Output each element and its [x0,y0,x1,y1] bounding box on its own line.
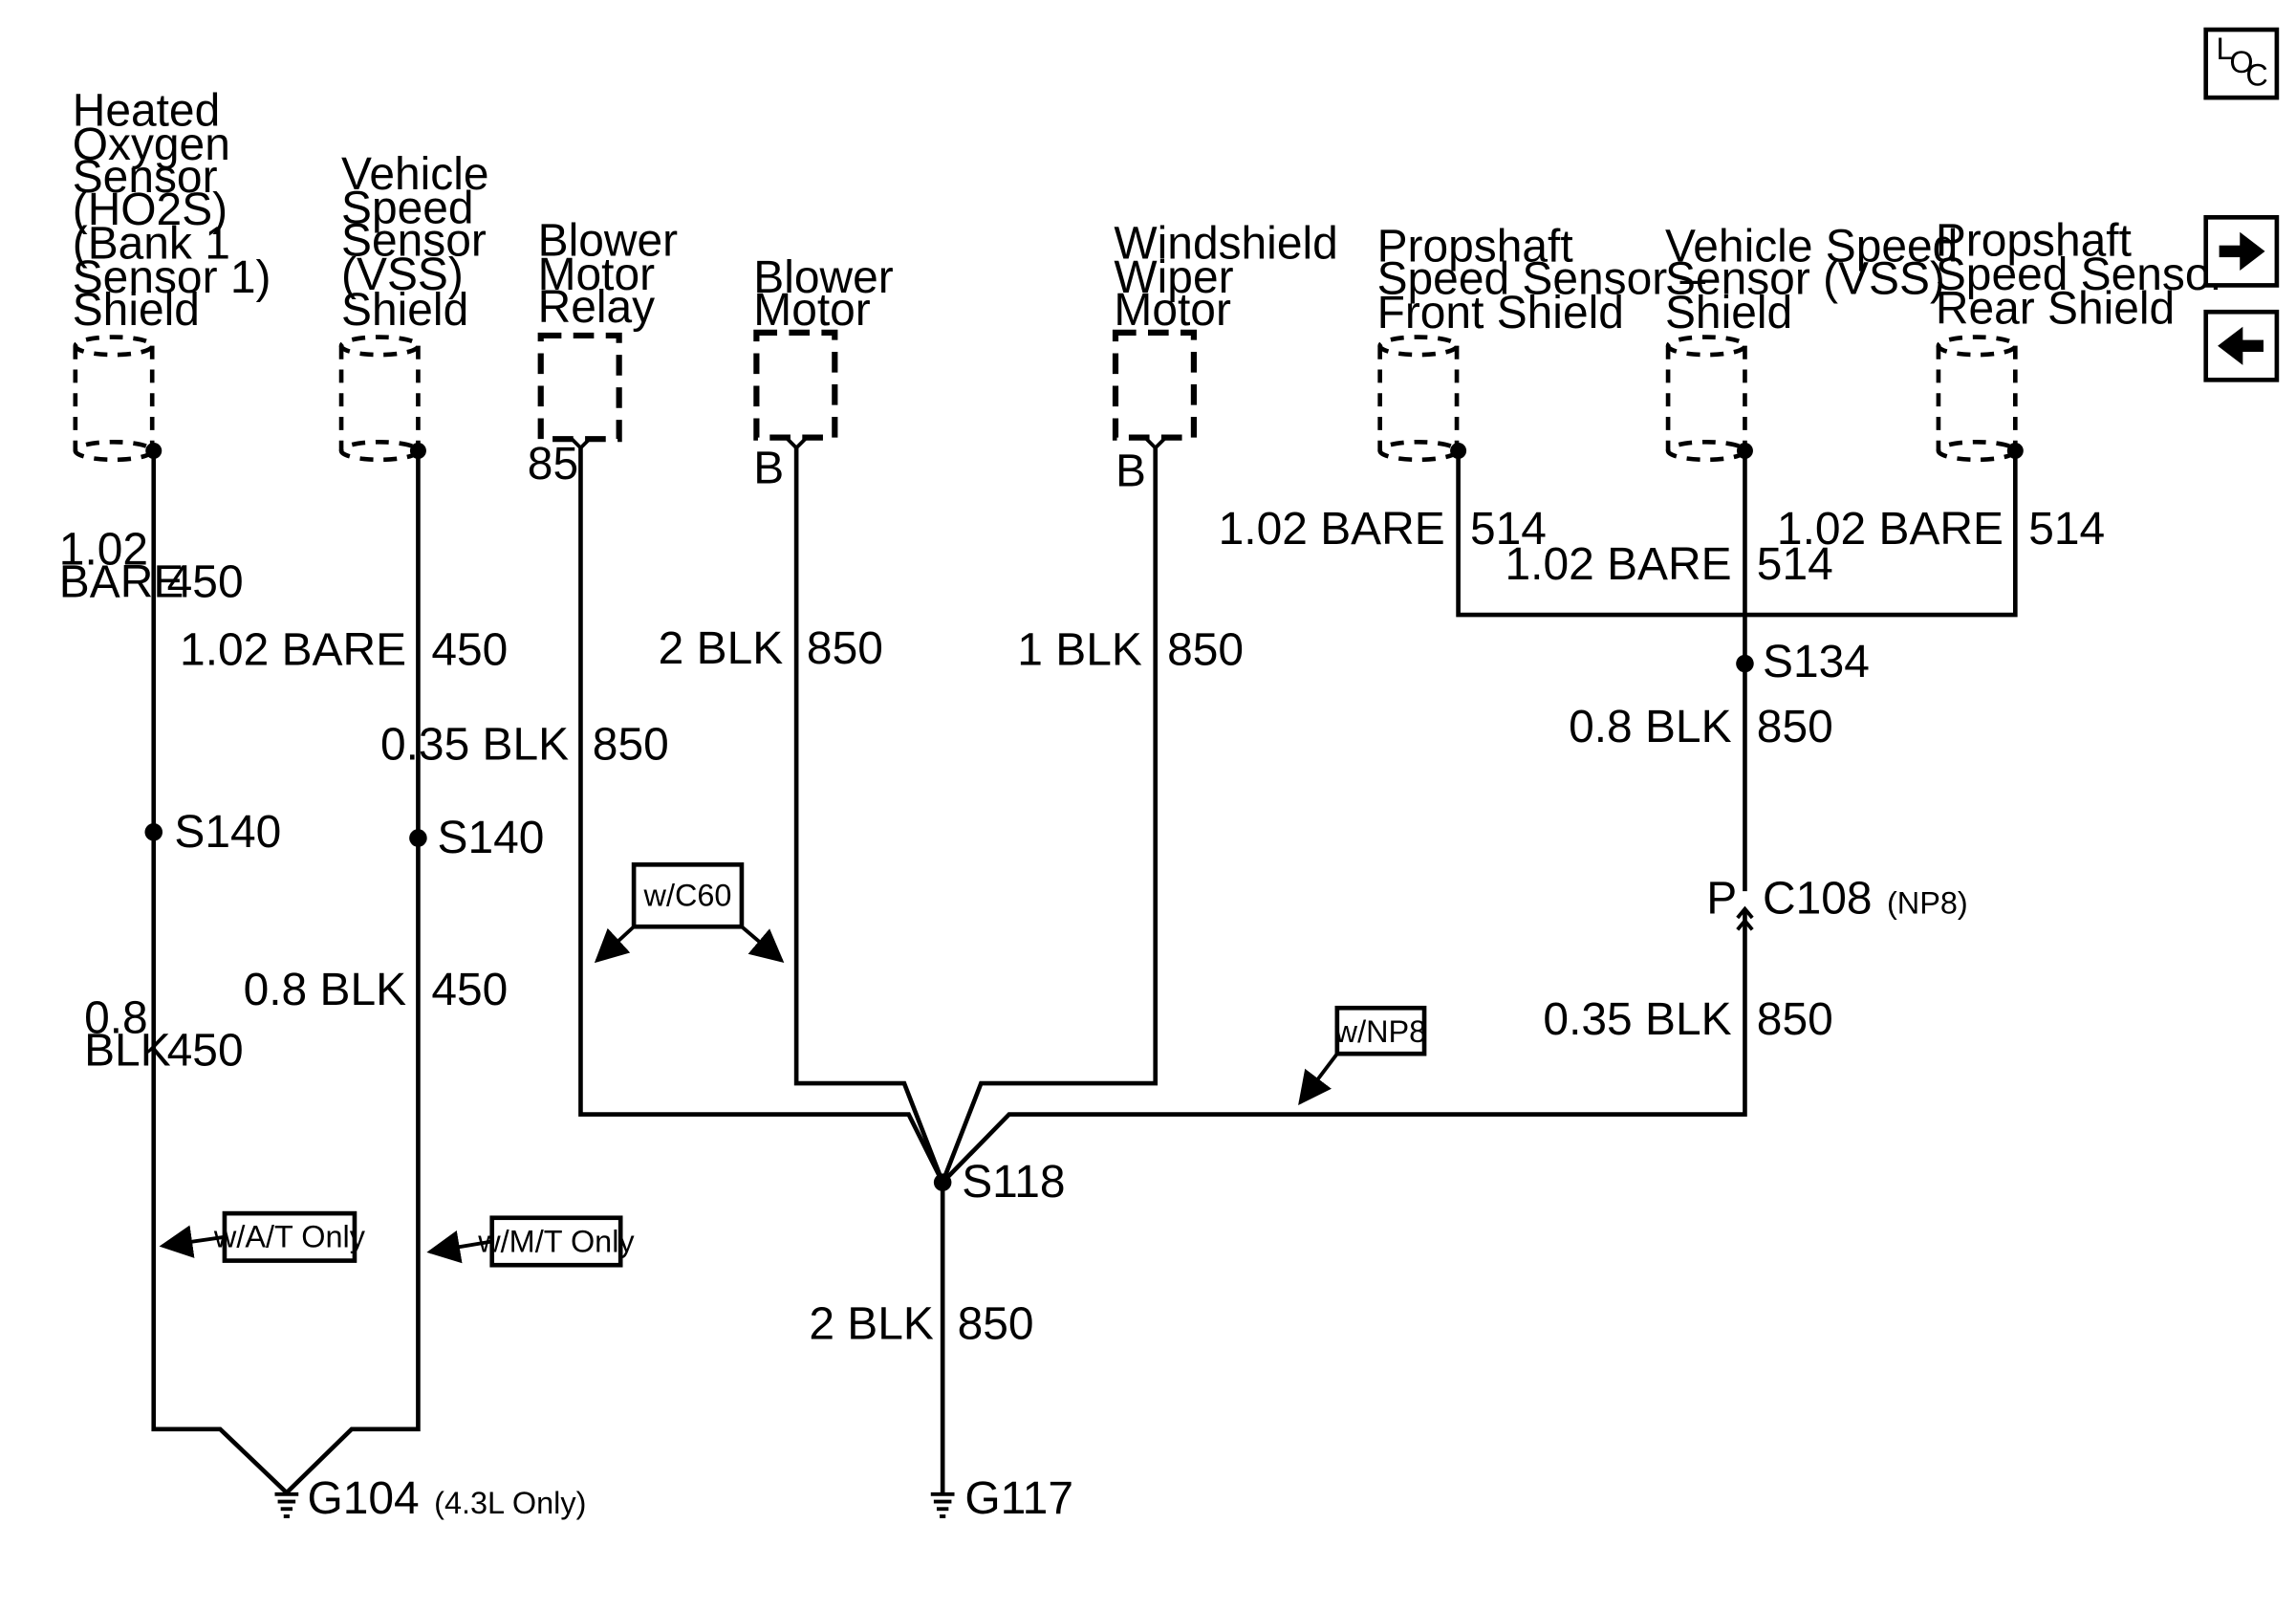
splice-s140a-label: S140 [174,807,281,858]
wire-ground-size: 2 BLK [809,1298,934,1349]
wire-blower-circuit: 850 [807,623,883,674]
previous-page-button[interactable] [2203,309,2280,382]
wire-wiper-size: 1 BLK [1017,625,1142,676]
wire-relay-size: 0.35 BLK [380,720,569,771]
svg-text:w/C60: w/C60 [643,879,732,913]
pin-b-blower-label: B [753,444,784,494]
wire-vss-upper-circuit: 450 [431,625,508,676]
wire-vss-right-size: 1.02 BARE [1505,539,1732,590]
arrow-left-icon [2218,326,2264,365]
vss-right-label: Vehicle Speed Sensor (VSS) Shield [1665,222,1971,339]
wire-s134-down-circuit: 850 [1757,702,1833,752]
wiring [151,437,2018,1496]
blower-relay-label: Blower Motor Relay [538,216,691,334]
pin-85-label: 85 [528,439,578,490]
wire-prop-rear-size: 1.02 BARE [1777,504,2004,555]
wire-relay-circuit: 850 [593,720,669,771]
blower-motor-box [753,329,838,441]
blower-motor-label: Blower Motor [753,252,906,336]
splice-s134-label: S134 [1763,637,1870,687]
arrow-right-icon [2219,231,2265,271]
vss-right-shield-symbol [1665,335,1747,463]
svg-text:w/M/T Only: w/M/T Only [477,1224,635,1258]
pin-p-label: P [1706,873,1737,924]
propshaft-front-shield-symbol [1377,335,1460,463]
ground-g104-label: G104 (4.3L Only) [308,1473,587,1524]
next-page-button[interactable] [2203,214,2280,288]
wire-vss-upper-size: 1.02 BARE [180,625,406,676]
svg-text:w/NP8: w/NP8 [1334,1014,1427,1049]
wire-prop-front-size: 1.02 BARE [1219,504,1445,555]
connector-c108-label: C108 (NP8) [1763,873,1968,924]
ho2s-label: Heated Oxygen Sensor (HO2S) (Bank 1 Sens… [73,85,284,336]
propshaft-rear-shield-symbol [1936,335,2018,463]
wire-wiper-circuit: 850 [1167,625,1244,676]
option-at-only: w/A/T Only [159,1210,366,1263]
s140b-splice-dot [409,829,427,847]
wire-vss-right-circuit: 514 [1757,539,1833,590]
wiper-motor-box [1112,329,1198,441]
splice-s118-label: S118 [962,1157,1065,1208]
option-c60: w/C60 [594,862,785,964]
wire-prop-front-circuit: 514 [1470,504,1547,555]
wiper-motor-label: Windshield Wiper Motor [1114,219,1351,337]
wire-vss-lower-size: 0.8 BLK [244,965,407,1015]
wire-vss-lower-circuit: 450 [431,965,508,1015]
s134-splice-dot [1736,654,1754,673]
g104-ground-icon [274,1491,299,1518]
option-np8: w/NP8 [1298,1005,1427,1105]
blower-relay-box [537,332,622,443]
vss-left-shield-symbol [338,335,421,463]
wire-s134-down-size: 0.8 BLK [1569,702,1732,752]
ground-g117-label: G117 [964,1473,1073,1524]
s118-splice-dot [933,1173,952,1191]
wire-ho2s-lower-circuit: 450 [167,1026,244,1077]
g117-ground-icon [930,1491,955,1518]
option-mt-only: w/M/T Only [426,1215,635,1268]
splice-dots [144,443,2024,1191]
wire-prop-rear-circuit: 514 [2028,504,2105,555]
svg-text:w/A/T Only: w/A/T Only [213,1220,366,1254]
splice-s140b-label: S140 [438,813,545,863]
wire-ho2s-lower-size: 0.8 BLK [84,993,171,1077]
wire-c108-down-circuit: 850 [1757,994,1833,1045]
wire-ho2s-upper-circuit: 450 [167,557,244,608]
loc-icon: L O C [2217,32,2268,93]
propshaft-front-label: Propshaft Speed Sensor – Front Shield [1377,222,1719,339]
pin-b-wiper-label: B [1116,446,1146,497]
vss-left-label: Vehicle Speed Sensor (VSS) Shield [341,149,502,336]
ho2s-shield-symbol [73,335,155,463]
s140a-splice-dot [144,823,163,841]
wire-c108-down-size: 0.35 BLK [1543,994,1731,1045]
wire-ground-circuit: 850 [958,1298,1034,1349]
wire-blower-size: 2 BLK [659,623,784,674]
loc-button[interactable]: L O C [2203,27,2280,100]
wire-ho2s-upper-size: 1.02 BARE [59,525,184,608]
